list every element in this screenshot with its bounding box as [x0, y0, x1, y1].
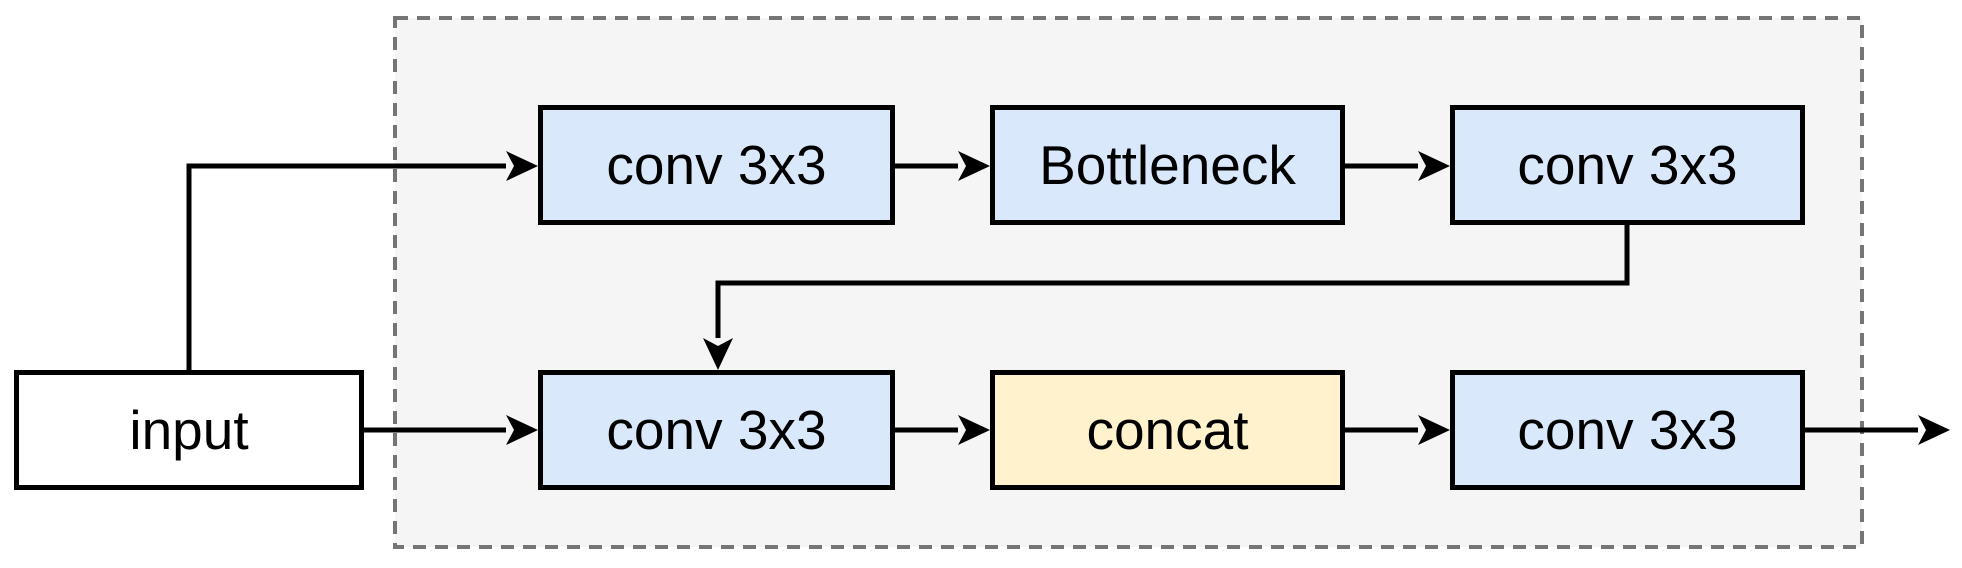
node-concat-label: concat — [1086, 398, 1249, 461]
node-input: input — [14, 370, 364, 490]
node-conv3x3-top-2-label: conv 3x3 — [1517, 133, 1738, 196]
node-bottleneck: Bottleneck — [990, 105, 1345, 225]
node-input-label: input — [129, 398, 249, 461]
arrow-conv-top-2-to-conv-bottom-1 — [703, 225, 1630, 370]
node-conv3x3-bottom-2: conv 3x3 — [1450, 370, 1805, 490]
node-conv3x3-bottom-2-label: conv 3x3 — [1517, 398, 1738, 461]
node-bottleneck-label: Bottleneck — [1039, 133, 1296, 196]
node-conv3x3-top-1-label: conv 3x3 — [606, 133, 827, 196]
arrow-input-to-conv-top-1 — [186, 151, 538, 372]
node-conv3x3-bottom-1-label: conv 3x3 — [606, 398, 827, 461]
node-conv3x3-bottom-1: conv 3x3 — [538, 370, 895, 490]
node-concat: concat — [990, 370, 1345, 490]
node-conv3x3-top-1: conv 3x3 — [538, 105, 895, 225]
node-conv3x3-top-2: conv 3x3 — [1450, 105, 1805, 225]
